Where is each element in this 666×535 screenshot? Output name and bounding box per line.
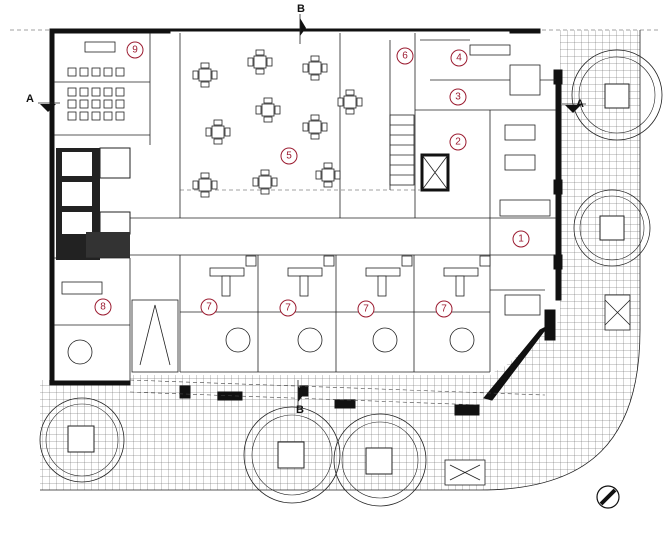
room-number: 6 xyxy=(402,51,408,62)
room-number: 2 xyxy=(455,137,461,148)
classroom-seating xyxy=(67,41,125,121)
room-marker-r7a: 7 xyxy=(200,298,218,316)
room-marker-circle xyxy=(126,41,144,59)
room-number: 7 xyxy=(441,304,447,315)
room-marker-r8: 8 xyxy=(94,298,112,316)
room-marker-r7c: 7 xyxy=(357,300,375,318)
room-marker-circle xyxy=(512,230,530,248)
ramp xyxy=(131,299,179,373)
elevator xyxy=(420,153,450,192)
trees xyxy=(39,49,663,507)
room-number: 1 xyxy=(518,234,524,245)
wc-core xyxy=(56,147,131,260)
room-markers: 9 6 4 3 2 5 1 8 7 7 7 7 xyxy=(94,41,530,318)
room-marker-circle xyxy=(94,298,112,316)
room-number: 7 xyxy=(285,303,291,314)
office-desks xyxy=(61,44,551,316)
section-label-b-bottom: B xyxy=(296,404,304,416)
north-arrow-icon xyxy=(596,485,620,509)
room-marker-r7d: 7 xyxy=(435,300,453,318)
room-marker-r7b: 7 xyxy=(279,299,297,317)
room-marker-circle xyxy=(200,298,218,316)
room-marker-circle xyxy=(449,133,467,151)
room-marker-r5: 5 xyxy=(280,147,298,165)
room-marker-r3: 3 xyxy=(449,88,467,106)
room-number: 7 xyxy=(363,304,369,315)
round-tables xyxy=(67,327,475,365)
room-marker-circle xyxy=(279,299,297,317)
section-label-a-right: A xyxy=(576,98,584,110)
section-marker-icon xyxy=(38,14,586,408)
room-number: 8 xyxy=(100,302,106,313)
room-marker-circle xyxy=(396,47,414,65)
stair xyxy=(389,114,415,186)
room-marker-r4: 4 xyxy=(450,49,468,67)
room-marker-circle xyxy=(449,88,467,106)
room-marker-circle xyxy=(280,147,298,165)
room-marker-circle xyxy=(435,300,453,318)
room-marker-r9: 9 xyxy=(126,41,144,59)
room-marker-r1: 1 xyxy=(512,230,530,248)
room-number: 3 xyxy=(455,92,461,103)
benches xyxy=(444,294,631,486)
room-marker-circle xyxy=(450,49,468,67)
room-number: 7 xyxy=(206,302,212,313)
room-number: 9 xyxy=(132,45,138,56)
section-label-a-left: A xyxy=(26,93,34,105)
room-marker-circle xyxy=(357,300,375,318)
section-label-b-top: B xyxy=(297,3,305,15)
room-number: 4 xyxy=(456,53,462,64)
meeting-furniture xyxy=(192,49,363,198)
room-marker-r2: 2 xyxy=(449,133,467,151)
room-number: 5 xyxy=(286,151,292,162)
room-marker-r6: 6 xyxy=(396,47,414,65)
exterior-walls xyxy=(49,28,563,416)
